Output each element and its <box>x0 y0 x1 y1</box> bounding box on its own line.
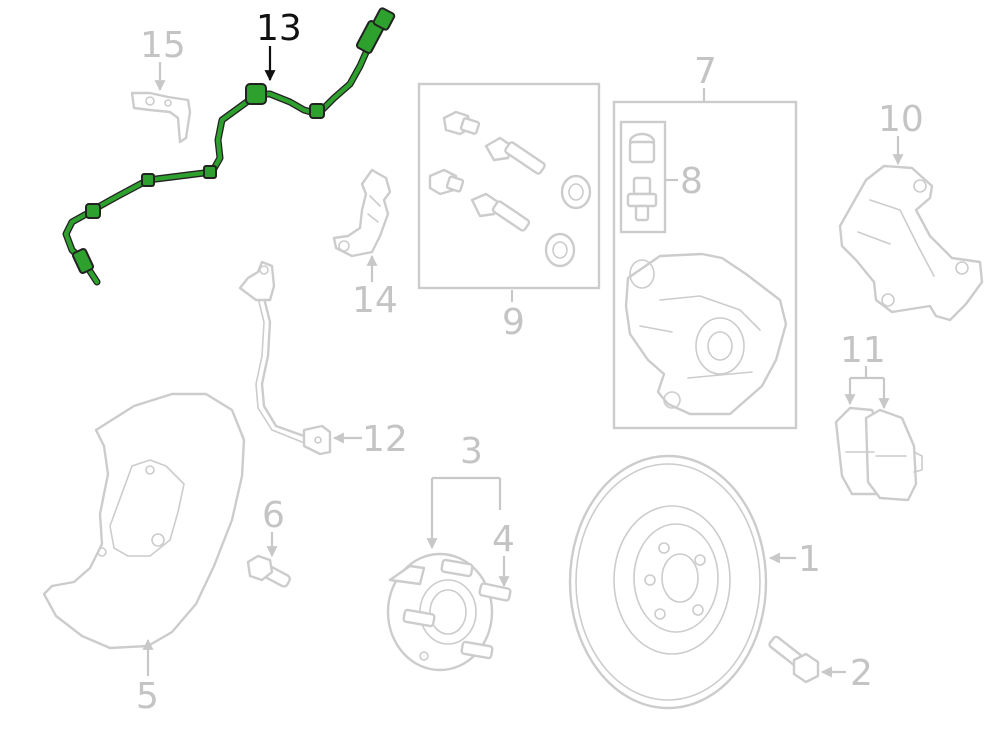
brake-pads[interactable] <box>834 406 923 502</box>
callout-13: 13 <box>256 8 302 49</box>
callout-10: 10 <box>878 99 924 140</box>
bleeder-kit[interactable] <box>619 120 667 234</box>
dust-shield[interactable] <box>42 392 246 650</box>
brake-rotor[interactable] <box>568 454 768 710</box>
caliper-bracket[interactable] <box>838 164 984 322</box>
callout-11: 11 <box>840 330 886 371</box>
callout-8: 8 <box>680 161 703 202</box>
callout-14: 14 <box>352 280 398 321</box>
callout-9: 9 <box>502 302 525 343</box>
callout-labels: 1 2 3 4 5 6 7 8 9 10 11 12 13 14 15 <box>136 8 924 717</box>
callout-4: 4 <box>492 519 515 560</box>
bracket-15[interactable] <box>130 91 192 144</box>
bracket-14[interactable] <box>332 168 392 258</box>
callout-3: 3 <box>460 431 483 472</box>
leader-lines <box>142 46 904 678</box>
callout-6: 6 <box>262 495 285 536</box>
callout-15: 15 <box>140 25 186 66</box>
bolt-6[interactable] <box>246 554 291 588</box>
callout-7: 7 <box>694 51 717 92</box>
brake-hose[interactable] <box>238 260 332 456</box>
callout-1: 1 <box>798 539 821 580</box>
abs-sensor-harness[interactable] <box>62 7 396 286</box>
callout-12: 12 <box>362 419 408 460</box>
callout-2: 2 <box>850 653 873 694</box>
wheel-stud[interactable] <box>402 558 512 660</box>
callout-5: 5 <box>136 676 159 717</box>
bolt-2[interactable] <box>768 635 820 684</box>
caliper-hardware-kit[interactable] <box>417 82 601 290</box>
